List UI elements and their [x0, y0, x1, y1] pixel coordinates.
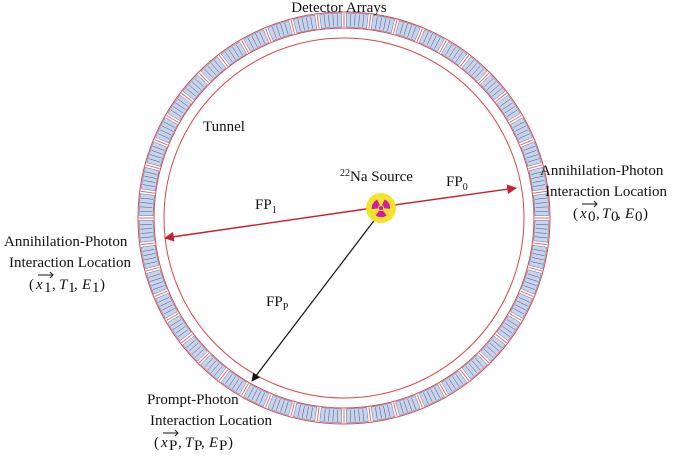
- right-location-tuple: ( x 0 , T 0 , E 0 ): [573, 201, 648, 225]
- detector-block: [221, 42, 246, 65]
- fpp-label: FPP: [266, 294, 289, 313]
- detector-block: [221, 371, 246, 394]
- detector-gap: [141, 191, 155, 193]
- detector-block: [346, 408, 368, 423]
- left-location-line2: Interaction Location: [9, 255, 132, 271]
- prompt-location-line1: Prompt-Photon: [147, 392, 239, 408]
- detector-blocks: [139, 13, 549, 423]
- detector-block: [244, 385, 269, 407]
- right-interaction-location: Annihilation-Photon Interaction Location…: [540, 163, 668, 225]
- detector-block: [396, 21, 421, 41]
- detector-gap: [533, 243, 547, 245]
- detector-block: [139, 194, 154, 216]
- detector-block: [497, 315, 520, 340]
- left-location-tuple: ( x 1 , T 1 , E 1 ): [29, 272, 105, 296]
- detector-block: [147, 270, 167, 295]
- detector-block: [441, 42, 466, 65]
- detector-block: [320, 408, 342, 423]
- svg-text:x: x: [579, 206, 587, 222]
- detector-block: [168, 315, 191, 340]
- svg-text:): ): [643, 206, 648, 222]
- svg-text:(: (: [29, 277, 34, 293]
- detector-block: [156, 118, 178, 143]
- svg-text:(: (: [573, 206, 578, 222]
- detector-block: [396, 395, 421, 415]
- svg-text:P: P: [169, 438, 177, 454]
- detector-block: [441, 371, 466, 394]
- fp1-label: FP1: [255, 197, 277, 216]
- fp0-arrow: [380, 188, 516, 207]
- left-interaction-location: Annihilation-Photon Interaction Location…: [4, 234, 132, 296]
- svg-text:P: P: [219, 438, 227, 454]
- left-location-line1: Annihilation-Photon: [4, 234, 128, 250]
- detector-block: [511, 293, 533, 318]
- svg-text:E: E: [208, 435, 218, 451]
- svg-text:x: x: [160, 435, 168, 451]
- detector-block: [511, 118, 533, 143]
- detector-ring: [138, 12, 550, 424]
- radiation-trefoil-icon: [366, 193, 396, 223]
- svg-text:1: 1: [44, 280, 52, 296]
- detector-block: [521, 142, 541, 167]
- detector-block: [497, 95, 520, 120]
- prompt-location-line2: Interaction Location: [150, 413, 273, 429]
- detector-block: [147, 142, 167, 167]
- detector-gap: [141, 243, 155, 245]
- svg-text:E: E: [81, 277, 91, 293]
- source-label: 22Na Source: [340, 168, 413, 185]
- svg-text:): ): [100, 277, 105, 293]
- svg-text:0: 0: [588, 209, 596, 225]
- detector-block: [521, 270, 541, 295]
- svg-text:,: ,: [178, 435, 182, 451]
- prompt-location-tuple: ( x P , T P , E P ): [154, 430, 233, 454]
- detector-block: [156, 293, 178, 318]
- detector-gap: [317, 15, 319, 29]
- right-location-line2: Interaction Location: [545, 184, 668, 200]
- detector-arrays-label: Detector Arrays: [291, 0, 387, 16]
- svg-text:(: (: [154, 435, 159, 451]
- detector-block: [268, 21, 293, 41]
- fp0-label: FP0: [446, 174, 468, 193]
- svg-text:x: x: [35, 277, 43, 293]
- detector-block: [168, 95, 191, 120]
- svg-text:): ): [228, 435, 233, 451]
- svg-text:1: 1: [92, 280, 100, 296]
- svg-text:,: ,: [52, 277, 56, 293]
- detector-gap: [369, 407, 371, 421]
- detector-block: [419, 30, 444, 52]
- detector-block: [534, 220, 549, 242]
- svg-text:,: ,: [74, 277, 78, 293]
- detector-block: [244, 30, 269, 52]
- svg-text:,: ,: [617, 206, 621, 222]
- tunnel-label: Tunnel: [203, 119, 245, 135]
- tunnel-circle: [164, 38, 524, 398]
- svg-text:E: E: [624, 206, 634, 222]
- detector-gap: [317, 407, 319, 421]
- detector-gap: [369, 15, 371, 29]
- detector-block: [419, 385, 444, 407]
- detector-block: [139, 220, 154, 242]
- detector-ring-inner-edge: [154, 28, 534, 408]
- right-location-line1: Annihilation-Photon: [540, 163, 664, 179]
- svg-text:,: ,: [596, 206, 600, 222]
- fp1-arrow: [165, 209, 366, 238]
- svg-text:,: ,: [201, 435, 205, 451]
- svg-text:0: 0: [635, 209, 643, 225]
